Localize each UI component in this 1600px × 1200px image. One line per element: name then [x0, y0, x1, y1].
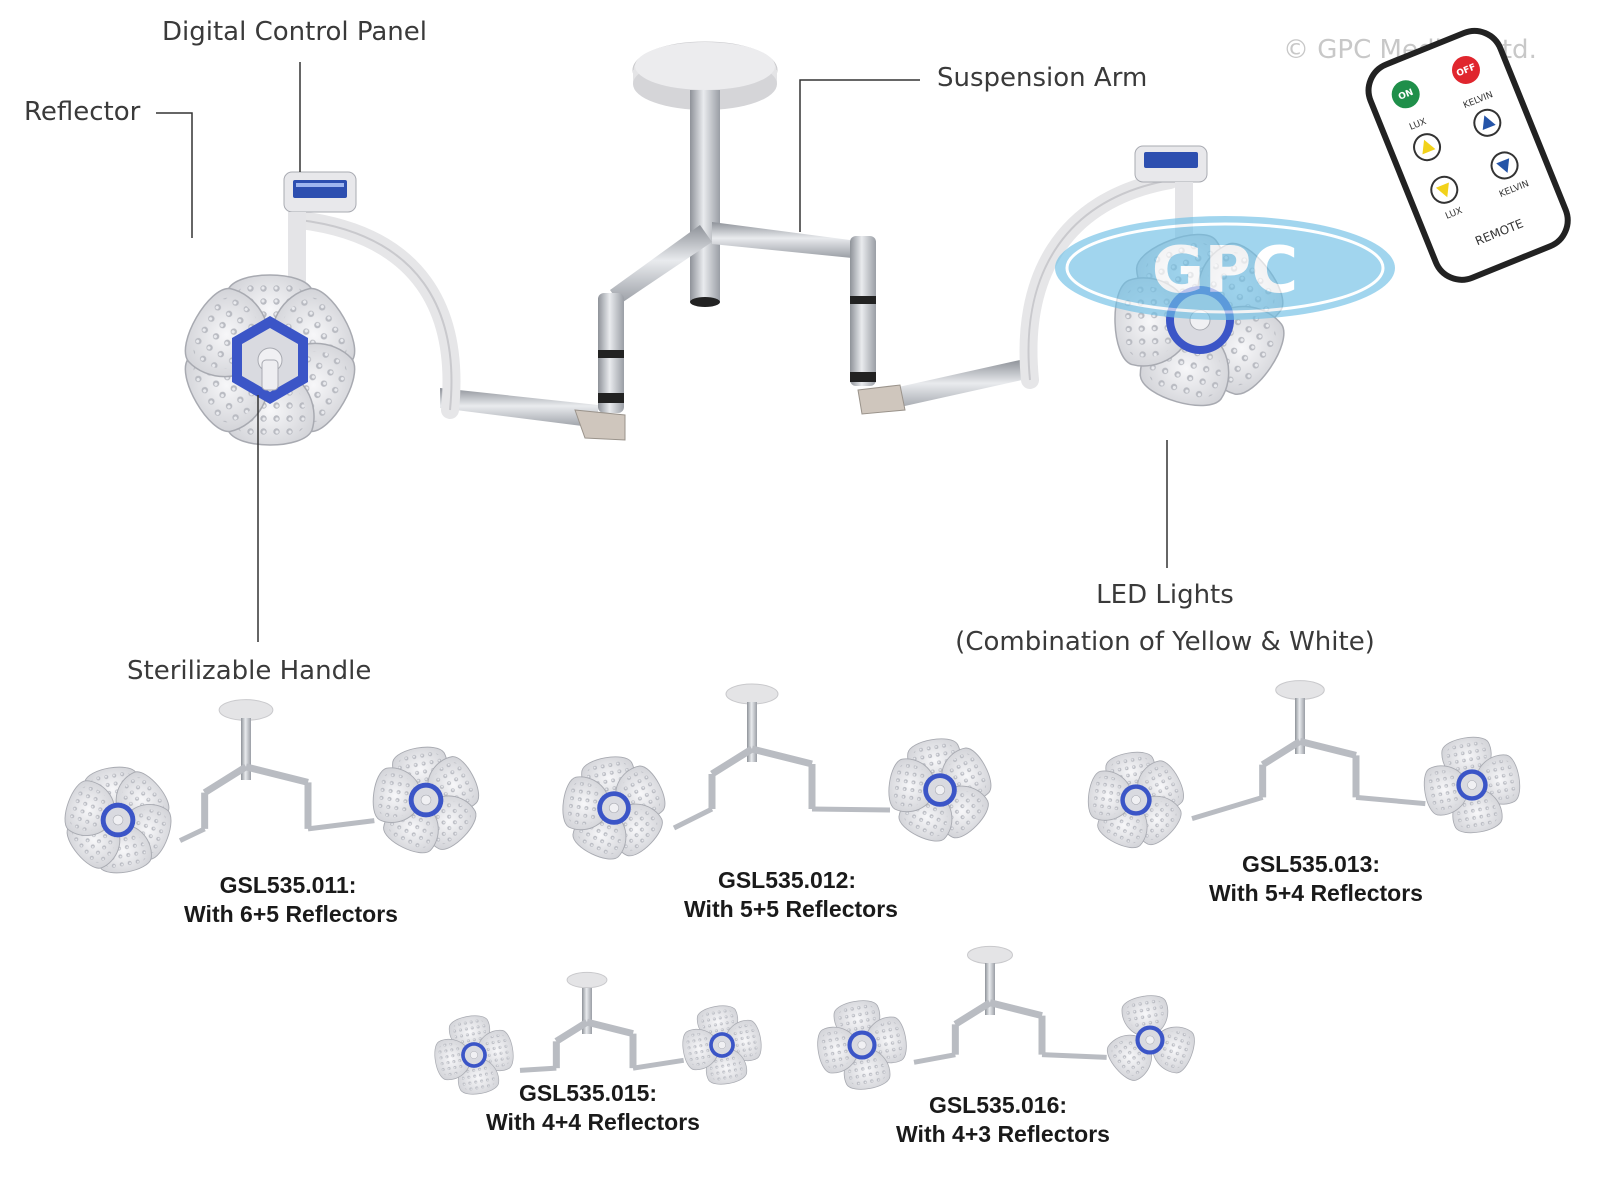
variant-0-left-head	[58, 762, 178, 878]
remote-control: ON OFF LUX KELVIN LUX KELVIN REMOTE	[1365, 27, 1571, 283]
right-lamphead: GPC	[1019, 145, 1395, 415]
variant-015-desc: With 4+4 Reflectors	[486, 1109, 700, 1135]
remote-on-button	[1391, 80, 1420, 109]
variant-1-illustration	[559, 683, 998, 866]
variant-011-desc: With 6+5 Reflectors	[184, 901, 398, 927]
digital-control-panel	[283, 171, 357, 213]
variant-3-right-head	[679, 1002, 765, 1088]
variant-4-right-head	[1101, 992, 1200, 1087]
remote-off-button	[1451, 55, 1480, 84]
gpc-logo-text: GPC	[1152, 234, 1298, 308]
lux-up-icon	[1422, 139, 1436, 155]
variant-3-left-head	[431, 1012, 517, 1098]
sterilizable-handle	[261, 359, 279, 391]
variant-012-desc: With 5+5 Reflectors	[684, 896, 898, 922]
variant-0-illustration	[58, 699, 486, 878]
variant-2-left-head	[1085, 748, 1191, 855]
variant-016-code: GSL535.016:	[929, 1092, 1067, 1118]
variant-2-right-head	[1420, 733, 1524, 837]
variant-013-desc: With 5+4 Reflectors	[1209, 880, 1423, 906]
reflector-label: Reflector	[24, 97, 141, 127]
variant-4-illustration	[814, 945, 1200, 1093]
led-lights-label: LED Lights	[1096, 580, 1234, 610]
lux-down-icon	[1435, 182, 1449, 198]
sterilizable-handle-label: Sterilizable Handle	[127, 656, 371, 686]
variant-015-code: GSL535.015:	[519, 1080, 657, 1106]
suspension-arm-label: Suspension Arm	[937, 63, 1147, 93]
gpc-logo: GPC	[1055, 216, 1395, 320]
kelvin-up-icon	[1482, 115, 1496, 131]
variant-thumbnails	[58, 680, 1524, 1098]
variant-012-code: GSL535.012:	[718, 867, 856, 893]
variant-016-desc: With 4+3 Reflectors	[896, 1121, 1110, 1147]
led-lights-sublabel: (Combination of Yellow & White)	[955, 627, 1375, 657]
variant-011-code: GSL535.011:	[220, 872, 357, 898]
variant-1-right-head	[885, 734, 998, 848]
variant-1-left-head	[559, 752, 672, 866]
callout-leaders	[156, 62, 1168, 642]
digital-control-panel-label: Digital Control Panel	[162, 17, 427, 47]
variant-4-left-head	[814, 997, 910, 1093]
kelvin-down-icon	[1496, 158, 1510, 173]
suspension-arm-leader	[799, 79, 920, 232]
reflector-leader	[156, 112, 193, 238]
variant-3-illustration	[431, 971, 765, 1098]
variant-013-code: GSL535.013:	[1242, 851, 1380, 877]
variant-2-illustration	[1085, 680, 1524, 855]
main-suspension-arm	[440, 41, 1022, 441]
variant-0-right-head	[369, 742, 486, 860]
left-lamphead	[173, 171, 461, 446]
